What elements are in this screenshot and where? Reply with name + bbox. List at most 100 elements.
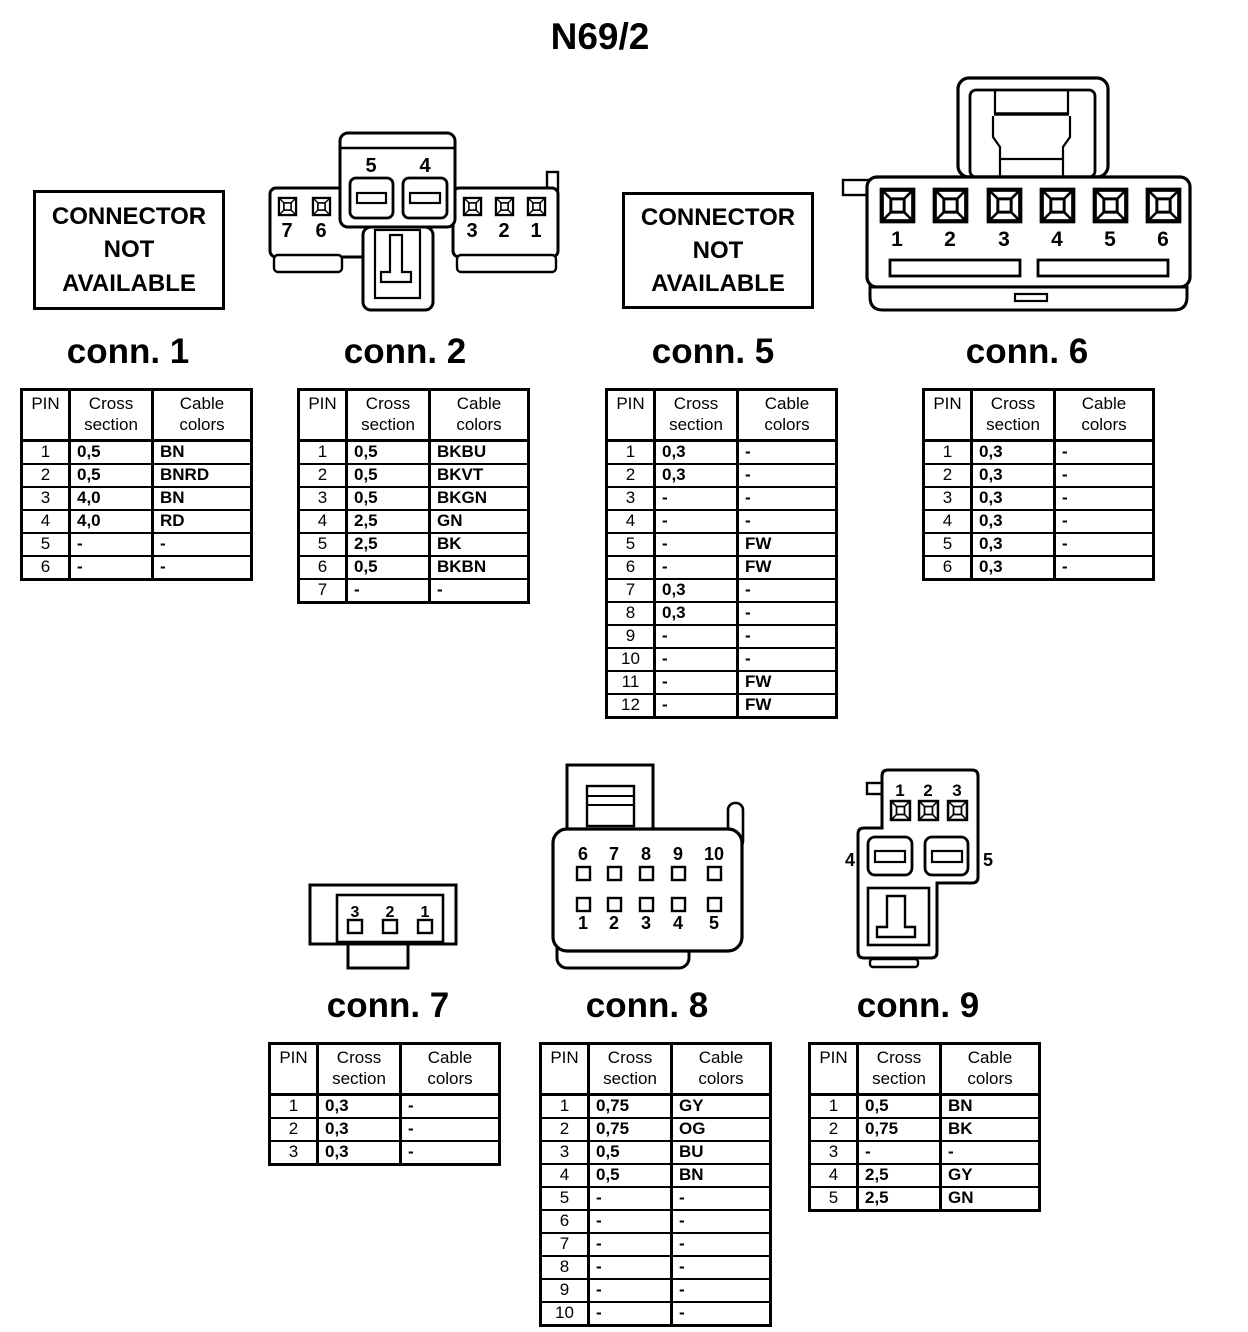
- cross-section-cell: 0,3: [970, 462, 1056, 488]
- cable-color-cell: BNRD: [151, 462, 253, 488]
- conn5-label: conn. 5: [651, 332, 775, 371]
- cross-section-cell: 0,75: [587, 1116, 673, 1142]
- cross-section-header: Cross section: [587, 1042, 673, 1096]
- cross-section-cell: -: [68, 554, 154, 580]
- conn8-pin-number: 1: [578, 913, 588, 933]
- pin-cell: 7: [605, 577, 656, 603]
- cross-section-cell: 0,3: [970, 508, 1056, 534]
- conn2-drawing: 7 6 3 2 1 5 4: [268, 131, 560, 312]
- pin-cell: 3: [297, 485, 348, 511]
- conn9-pin-number: 2: [923, 781, 932, 800]
- conn6-pin5-cavity: [1095, 190, 1127, 222]
- conn8-pin8-cavity: [638, 865, 655, 882]
- cross-section-cell: 0,3: [970, 485, 1056, 511]
- pin-cell: 7: [539, 1231, 590, 1257]
- conn8-pin-number: 2: [609, 913, 619, 933]
- conn7-label: conn. 7: [326, 986, 450, 1025]
- pin-cell: 3: [605, 485, 656, 511]
- pin-cell: 3: [539, 1139, 590, 1165]
- table-row: 8--: [539, 1254, 772, 1280]
- cross-section-cell: 2,5: [856, 1185, 942, 1211]
- pin-cell: 12: [605, 692, 656, 718]
- conn2-right-lip: [455, 253, 558, 274]
- conn2-pin-number: 7: [281, 220, 292, 242]
- pin-cell: 1: [605, 439, 656, 465]
- conn6-pin4-cavity: [1042, 190, 1074, 222]
- conn2-key-channel: [373, 228, 422, 300]
- cable-color-cell: -: [151, 531, 253, 557]
- pin-cell: 5: [20, 531, 71, 557]
- cable-color-cell: -: [736, 623, 838, 649]
- conn8-pin-number: 10: [704, 844, 724, 864]
- conn8-pin-number: 6: [578, 844, 588, 864]
- table-row: 6-FW: [605, 554, 838, 580]
- cross-section-cell: -: [653, 669, 739, 695]
- conn2-keyway: [379, 233, 413, 284]
- pin-cell: 4: [297, 508, 348, 534]
- conn9-pin-number: 4: [845, 850, 855, 870]
- cable-color-cell: -: [670, 1300, 772, 1326]
- cable-colors-header: Cable colors: [399, 1042, 501, 1096]
- pin-cell: 2: [20, 462, 71, 488]
- cross-section-cell: 0,3: [653, 600, 739, 626]
- conn2-pin-number: 2: [498, 220, 509, 242]
- table-row: 11-FW: [605, 669, 838, 695]
- pin-cell: 2: [922, 462, 973, 488]
- conn9-pin5-slot: [930, 849, 964, 864]
- cable-color-cell: BN: [670, 1162, 772, 1188]
- conn6-label: conn. 6: [965, 332, 1089, 371]
- cable-color-cell: -: [399, 1093, 501, 1119]
- conn7-drawing: 3 2 1: [308, 883, 458, 970]
- conn6-latch-outer: [956, 76, 1110, 179]
- conn6-pin-number: 5: [1104, 228, 1116, 251]
- cross-section-cell: -: [653, 531, 739, 557]
- cross-section-cell: -: [587, 1208, 673, 1234]
- conn5-not-available-box: CONNECTOR NOT AVAILABLE: [622, 192, 814, 309]
- pin-cell: 5: [808, 1185, 859, 1211]
- pin-cell: 6: [922, 554, 973, 580]
- cable-colors-header: Cable colors: [939, 1042, 1041, 1096]
- cross-section-cell: 4,0: [68, 485, 154, 511]
- cable-color-cell: -: [670, 1254, 772, 1280]
- conn9-pin-number: 1: [895, 781, 904, 800]
- conn9-pin1-cavity: [889, 799, 912, 822]
- conn9-pin-number: 3: [952, 781, 961, 800]
- cable-color-cell: OG: [670, 1116, 772, 1142]
- cable-color-cell: BU: [670, 1139, 772, 1165]
- cable-color-cell: BK: [939, 1116, 1041, 1142]
- cross-section-cell: 0,75: [587, 1093, 673, 1119]
- conn7-pin2-cavity: [381, 918, 399, 935]
- conn6-pin-number: 4: [1051, 228, 1063, 251]
- conn6-pin2-cavity: [935, 190, 967, 222]
- table-row: 10--: [605, 646, 838, 672]
- cross-section-cell: 4,0: [68, 508, 154, 534]
- conn6-drawing: 1 2 3 4 5 6: [841, 76, 1192, 312]
- conn2-pin5-slot: [355, 191, 388, 205]
- pin-cell: 9: [539, 1277, 590, 1303]
- conn2-pin7-cavity: [277, 196, 298, 217]
- conn6-pin-number: 1: [891, 228, 903, 251]
- cable-colors-header: Cable colors: [151, 388, 253, 442]
- conn1-not-available-box: CONNECTOR NOT AVAILABLE: [33, 190, 225, 310]
- conn2-pin6-cavity: [311, 196, 332, 217]
- pin-cell: 3: [922, 485, 973, 511]
- cross-section-cell: 0,3: [653, 577, 739, 603]
- conn9-pin4-cavity: [866, 835, 914, 877]
- pin-header: PIN: [808, 1042, 859, 1096]
- conn8-pin-number: 7: [609, 844, 619, 864]
- cable-color-cell: -: [670, 1277, 772, 1303]
- cross-section-cell: -: [653, 646, 739, 672]
- pin-header: PIN: [605, 388, 656, 442]
